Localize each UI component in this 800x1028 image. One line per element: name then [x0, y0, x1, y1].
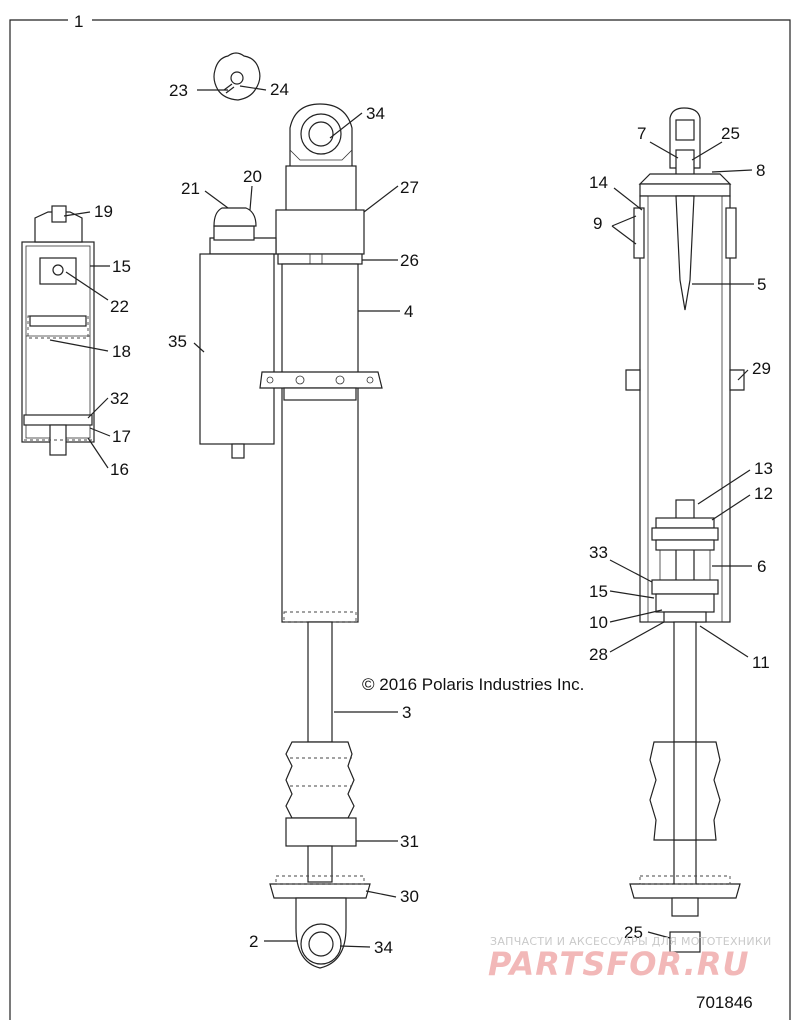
callout-34-bottom: 34: [374, 938, 393, 957]
callout-15: 15: [112, 257, 131, 276]
diagram-frame: 1: [9, 12, 791, 1020]
callout-2: 2: [249, 932, 258, 951]
callout-13: 13: [754, 459, 773, 478]
callout-25: 25: [721, 124, 740, 143]
callout-35: 35: [168, 332, 187, 351]
callout-25-bottom: 25: [624, 923, 643, 942]
callout-22: 22: [110, 297, 129, 316]
callout-5: 5: [757, 275, 766, 294]
watermark-subtitle: ЗАПЧАСТИ И АКСЕССУАРЫ ДЛЯ МОТОТЕХНИКИ: [490, 935, 772, 948]
callout-29: 29: [752, 359, 771, 378]
callout-34: 34: [366, 104, 385, 123]
callout-16: 16: [110, 460, 129, 479]
diagram-part-number: 701846: [696, 993, 753, 1012]
callout-12: 12: [754, 484, 773, 503]
callout-11: 11: [752, 653, 770, 672]
reservoir-cap-part: [213, 52, 261, 101]
callout-6: 6: [757, 557, 766, 576]
callout-14: 14: [589, 173, 608, 192]
callout-30: 30: [400, 887, 419, 906]
callout-27: 27: [400, 178, 419, 197]
callout-17: 17: [112, 427, 131, 446]
center-shock-part: [199, 103, 383, 969]
callout-33: 33: [589, 543, 608, 562]
callout-20: 20: [243, 167, 262, 186]
callout-32: 32: [110, 389, 129, 408]
callout-28: 28: [589, 645, 608, 664]
copyright-text: © 2016 Polaris Industries Inc.: [362, 675, 584, 694]
callout-4: 4: [404, 302, 413, 321]
right-cutaway-shock-part: [625, 107, 745, 953]
leader-lines: [49, 85, 754, 948]
callout-8: 8: [756, 161, 765, 180]
callout-10: 10: [589, 613, 608, 632]
callout-24: 24: [270, 80, 289, 99]
watermark-logo: ЗАПЧАСТИ И АКСЕССУАРЫ ДЛЯ МОТОТЕХНИКИ PA…: [488, 935, 772, 983]
callout-26: 26: [400, 251, 419, 270]
callout-18: 18: [112, 342, 131, 361]
callout-21: 21: [181, 179, 200, 198]
callout-23: 23: [169, 81, 188, 100]
callout-19: 19: [94, 202, 113, 221]
watermark-brand: PARTSFOR.RU: [488, 945, 749, 983]
callout-7: 7: [637, 124, 646, 143]
reservoir-cutaway-part: [21, 205, 95, 456]
callout-15-right: 15: [589, 582, 608, 601]
callout-3: 3: [402, 703, 411, 722]
callout-31: 31: [400, 832, 419, 851]
assembly-number: 1: [74, 12, 83, 31]
callout-labels: 23 24 34 20 21 27 26 4 35 19 15 22 18 32…: [94, 80, 773, 957]
callout-9: 9: [593, 214, 602, 233]
